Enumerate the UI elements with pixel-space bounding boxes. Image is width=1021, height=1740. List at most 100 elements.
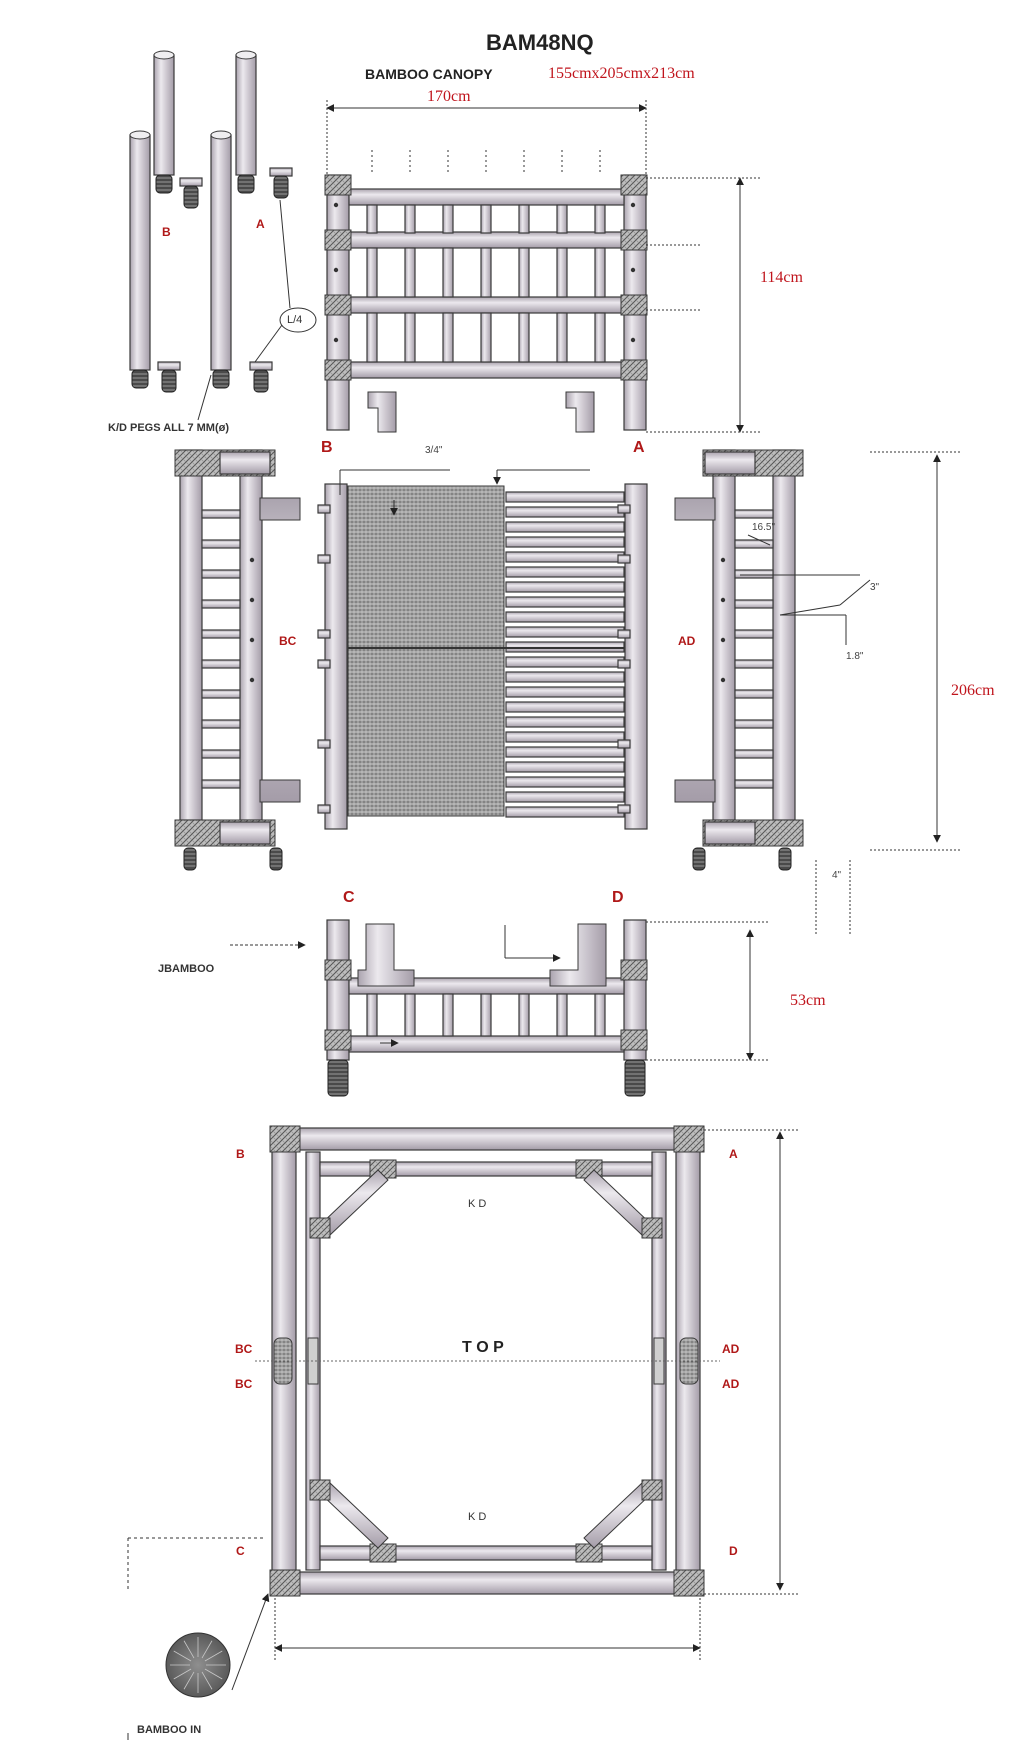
- loose-peg-head: [249, 361, 273, 371]
- measure-leader: [747, 534, 771, 546]
- pegs-leader: [197, 374, 212, 421]
- leg-pole: [153, 54, 175, 176]
- roof-left-post: [324, 483, 348, 830]
- roof-slat: [505, 731, 625, 743]
- side-rung: [201, 689, 241, 699]
- side-top-cross: [704, 451, 756, 475]
- side-foot-peg: [778, 847, 792, 871]
- leg-foot-peg: [212, 369, 230, 389]
- side-rung: [734, 629, 774, 639]
- roof-slat: [505, 596, 625, 608]
- side-peg-hole: [720, 637, 726, 643]
- leg-pole: [235, 54, 257, 176]
- roof-peg: [317, 504, 331, 514]
- leg-top-cap: [235, 50, 257, 60]
- side-rung: [734, 569, 774, 579]
- side-elbow: [674, 497, 716, 803]
- top-label-c: C: [236, 1544, 245, 1558]
- kd-bottom-label: K D: [468, 1511, 487, 1523]
- roof-slat: [505, 716, 625, 728]
- bamboo-label: JBAMBOO: [158, 963, 215, 975]
- roof-slat: [505, 671, 625, 683]
- roof-peg: [317, 629, 331, 639]
- top-brace-joint: [309, 1217, 331, 1239]
- side-inner-post: [239, 449, 263, 821]
- front-rail-2: [348, 231, 625, 249]
- front-joint: [324, 359, 352, 381]
- top-kd-joint: [369, 1543, 397, 1563]
- leg-foot-peg: [131, 369, 149, 389]
- top-view-group: [127, 1125, 720, 1740]
- measure-leader: [779, 604, 841, 616]
- loose-peg-head: [269, 167, 293, 177]
- bottom-rail-base: [348, 1035, 625, 1053]
- front-peg-hole: [630, 202, 636, 208]
- roof-slat: [505, 551, 625, 563]
- bamboo-texture: [183, 1671, 195, 1690]
- top-kd-joint: [575, 1543, 603, 1563]
- dimension-side-length: 206cm: [951, 682, 995, 699]
- front-spindle: [518, 312, 530, 363]
- leg-label-a: A: [256, 217, 265, 231]
- side-peg-hole: [249, 557, 255, 563]
- front-spindle: [366, 312, 378, 363]
- bamboo-texture: [173, 1650, 192, 1662]
- side-rung: [734, 719, 774, 729]
- top-corner-joint: [673, 1125, 705, 1153]
- top-label-bc-2: BC: [235, 1377, 253, 1391]
- size-spec: 155cmx205cmx213cm: [548, 65, 695, 82]
- top-inner-back: [319, 1545, 653, 1561]
- top-corner-joint: [269, 1569, 301, 1597]
- front-spindle: [442, 204, 454, 234]
- front-joint: [324, 229, 352, 251]
- front-joint: [620, 229, 648, 251]
- roof-mat: [347, 485, 505, 817]
- roof-slat: [505, 656, 625, 668]
- top-corner-joint: [673, 1569, 705, 1597]
- side-rung: [734, 779, 774, 789]
- side-panels-group: [174, 449, 871, 871]
- roof-peg: [617, 659, 631, 669]
- side-rung: [201, 629, 241, 639]
- front-rail-3: [348, 296, 625, 314]
- roof-slat: [505, 686, 625, 698]
- top-corner-joint: [269, 1125, 301, 1153]
- front-elbow-left: [367, 391, 397, 433]
- leg-foot-peg: [237, 174, 255, 194]
- bottom-spindle: [404, 993, 416, 1037]
- side-rung: [734, 659, 774, 669]
- top-inner-front: [319, 1161, 653, 1177]
- side-foot-peg: [183, 847, 197, 871]
- roof-slat: [505, 626, 625, 638]
- bamboo-in-label: BAMBOO IN: [137, 1724, 202, 1736]
- front-spindle: [556, 312, 568, 363]
- front-peg-hole: [333, 337, 339, 343]
- roof-slat: [505, 791, 625, 803]
- measure-leader: [839, 579, 871, 606]
- bottom-spindle: [366, 993, 378, 1037]
- front-label-d: D: [612, 889, 624, 906]
- side-peg-hole: [249, 637, 255, 643]
- roof-peg: [617, 804, 631, 814]
- front-spindle: [480, 312, 492, 363]
- bottom-spindle: [518, 993, 530, 1037]
- roof-peg: [317, 739, 331, 749]
- front-spindle: [556, 204, 568, 234]
- side-bottom-cross: [219, 821, 271, 845]
- roof-peg: [617, 629, 631, 639]
- panel-label-bc: BC: [279, 634, 297, 648]
- loose-peg: [253, 369, 269, 393]
- side-rung: [201, 779, 241, 789]
- top-label-d: D: [729, 1544, 738, 1558]
- top-label-ad-2: AD: [722, 1377, 740, 1391]
- side-elbow: [259, 497, 301, 803]
- bamboo-texture: [183, 1640, 195, 1659]
- bottom-spindle: [556, 993, 568, 1037]
- front-spindle: [518, 204, 530, 234]
- side-peg-hole: [720, 597, 726, 603]
- bamboo-texture: [204, 1650, 223, 1662]
- top-front-pole: [279, 1127, 693, 1151]
- front-label-c: C: [343, 889, 355, 906]
- measure-4: 4": [832, 870, 842, 881]
- roof-peg: [317, 804, 331, 814]
